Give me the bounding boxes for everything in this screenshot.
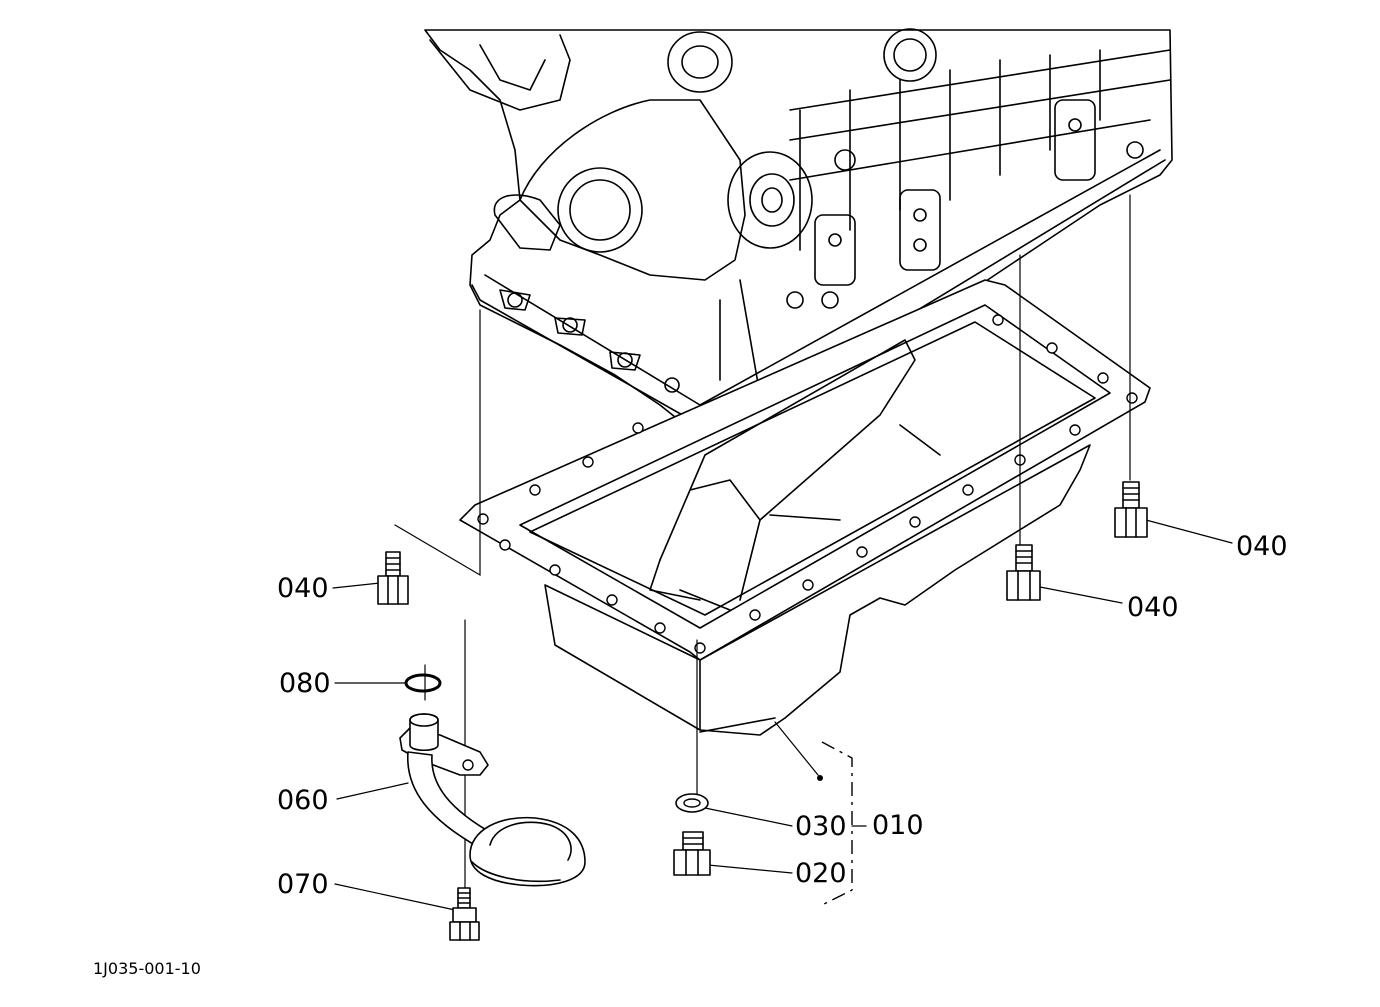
callout-070: 070 [277,869,329,900]
drain-plug-020 [673,831,711,876]
bolt-070 [449,887,480,941]
callout-040-mid: 040 [1127,592,1179,623]
callout-040-right: 040 [1236,531,1288,562]
oil-pan-bolt-holes [477,314,1138,654]
oil-strainer-060 [399,713,586,887]
o-ring-080 [404,673,442,693]
figure-id: 1J035-001-10 [93,959,201,978]
callout-060: 060 [277,785,329,816]
callout-080: 080 [279,668,331,699]
bolt-040-left [377,551,409,605]
callout-010: 010 [872,810,924,841]
callout-030: 030 [795,811,847,842]
callout-020: 020 [795,858,847,889]
assembly-lines [332,194,1233,911]
engine-block [424,28,1173,431]
washer-030 [675,793,709,813]
bolt-040-mid [1006,544,1041,601]
bolt-040-right [1114,481,1148,538]
oil-pan [459,279,1151,736]
callout-040-left: 040 [277,573,329,604]
